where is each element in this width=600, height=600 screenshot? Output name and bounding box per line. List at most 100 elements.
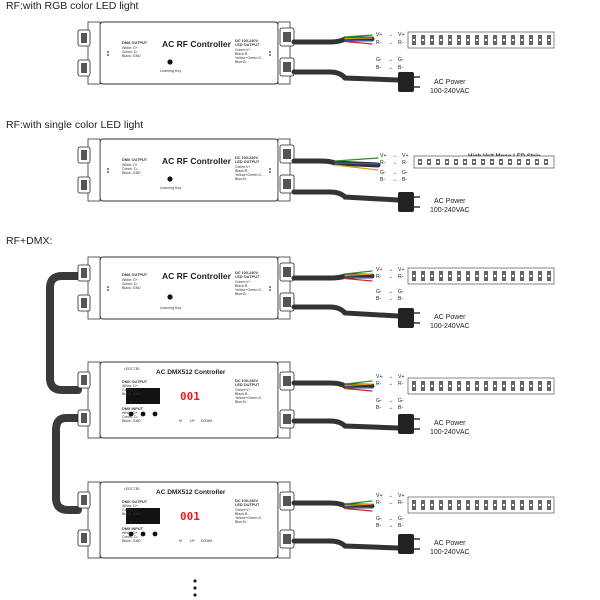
svg-text:B-: B- <box>402 177 407 183</box>
rf-controller-3: AC RF Controller DMX OUTPUT White: D+ Gr… <box>77 256 295 320</box>
led-chip-center <box>503 39 505 41</box>
svg-text:AC Power: AC Power <box>434 420 466 427</box>
led-chip-center <box>500 161 502 163</box>
svg-text:White: D+: White: D+ <box>122 278 138 282</box>
led-chip-center <box>530 504 532 506</box>
svg-text:→: → <box>392 177 397 183</box>
svg-text:DMX OUTPUT: DMX OUTPUT <box>122 380 148 384</box>
wires-1 <box>291 34 401 83</box>
strip-body <box>407 377 555 395</box>
led-chip-center <box>548 385 550 387</box>
led-chip-center <box>413 504 415 506</box>
led-chip-center <box>521 504 523 506</box>
svg-text:White: D+: White: D+ <box>122 531 138 535</box>
svg-text:100-240VAC: 100-240VAC <box>430 429 470 436</box>
svg-text:→: → <box>392 153 397 159</box>
svg-text:LED OUTPUT: LED OUTPUT <box>235 383 260 387</box>
svg-text:→: → <box>388 40 393 46</box>
svg-text:V+: V+ <box>380 153 387 159</box>
led-chip-center <box>431 39 433 41</box>
led-chip-center <box>530 385 532 387</box>
svg-text:100-240VAC: 100-240VAC <box>430 323 470 330</box>
svg-text:B-: B- <box>376 523 381 529</box>
section-title-dmx: RF+DMX: <box>6 235 52 247</box>
svg-text:→: → <box>388 267 393 273</box>
led-chip-center <box>476 385 478 387</box>
svg-text:Blue:B-: Blue:B- <box>235 400 248 404</box>
svg-text:→: → <box>388 289 393 295</box>
rgb-labels-1: V+ → V+ R- → R- G- → G- B- → B- <box>376 32 405 71</box>
strip-body <box>407 267 555 285</box>
svg-text:DC 100-240V: DC 100-240V <box>235 271 258 275</box>
svg-text:DMX INPUT: DMX INPUT <box>122 407 144 411</box>
svg-text:V+: V+ <box>398 267 405 273</box>
led-chip-center <box>503 504 505 506</box>
led-chip-center <box>422 385 424 387</box>
led-chip-center <box>458 39 460 41</box>
led-chip-center <box>482 161 484 163</box>
svg-text:R-: R- <box>398 40 404 46</box>
led-chip-center <box>521 39 523 41</box>
svg-text:AC DMX512 Controller: AC DMX512 Controller <box>156 489 226 496</box>
svg-text:DMX OUTPUT: DMX OUTPUT <box>122 273 148 277</box>
svg-text:Black: GND: Black: GND <box>122 392 141 396</box>
svg-text:G-: G- <box>398 516 404 522</box>
led-chip-center <box>440 275 442 277</box>
svg-text:B-: B- <box>376 405 381 411</box>
power-voltage: 100-240VAC <box>430 88 470 95</box>
svg-text:G-: G- <box>398 289 404 295</box>
svg-text:→: → <box>388 500 393 506</box>
power-label: AC Power <box>434 79 466 86</box>
black-wire-label: Black: GND <box>122 54 141 58</box>
svg-text:V+: V+ <box>376 493 383 499</box>
svg-text:V+: V+ <box>376 374 383 380</box>
svg-text:Black:R-: Black:R- <box>235 284 249 288</box>
rf-controller-2: AC RF Controller DMX OUTPUT White: D+ Gr… <box>77 138 295 202</box>
led-chip-center <box>476 275 478 277</box>
svg-text:R-: R- <box>398 500 404 506</box>
wires-5 <box>291 500 401 551</box>
svg-text:DC 100-240V: DC 100-240V <box>235 379 258 383</box>
svg-text:Blue:B-: Blue:B- <box>235 292 248 296</box>
svg-text:Blue:B-: Blue:B- <box>235 177 248 181</box>
svg-text:B-: B- <box>398 405 403 411</box>
wires-2 <box>291 157 401 203</box>
led-chip-center <box>512 504 514 506</box>
svg-text:Green:V+: Green:V+ <box>235 388 250 392</box>
rgb-labels-4: V+ → V+ R- → R- G- → G- B- → B- <box>376 374 405 411</box>
dmx-controller-1: LEDCTRL AC DMX512 Controller DMX OUTPUT … <box>77 361 295 439</box>
led-chip-center <box>545 161 547 163</box>
led-chip-center <box>413 385 415 387</box>
svg-text:Green:V+: Green:V+ <box>235 280 250 284</box>
led-chip-center <box>509 161 511 163</box>
svg-text:→: → <box>388 523 393 529</box>
led-chip-center <box>440 39 442 41</box>
led-chip-center <box>485 385 487 387</box>
svg-text:R-: R- <box>376 500 382 506</box>
svg-text:B-: B- <box>398 523 403 529</box>
svg-text:→: → <box>388 381 393 387</box>
svg-text:M: M <box>179 539 182 543</box>
power-plug-2 <box>398 192 420 212</box>
svg-text:G-: G- <box>398 398 404 404</box>
led-strip-rgb-4 <box>407 377 555 395</box>
led-chip-center <box>476 504 478 506</box>
svg-text:R-: R- <box>402 160 408 166</box>
led-chip-center <box>503 275 505 277</box>
led-chip-center <box>467 275 469 277</box>
led-chip-center <box>413 39 415 41</box>
svg-text:R-: R- <box>376 381 382 387</box>
svg-text:R-: R- <box>376 40 382 46</box>
svg-text:DMX INPUT: DMX INPUT <box>122 527 144 531</box>
led-chip-center <box>536 161 538 163</box>
led-chip-center <box>476 39 478 41</box>
power-plug-4 <box>398 414 420 434</box>
svg-text:White: D+: White: D+ <box>122 384 138 388</box>
svg-text:→: → <box>388 405 393 411</box>
led-chip-center <box>503 385 505 387</box>
led-chip-center <box>494 275 496 277</box>
rgb-labels-3: V+ → V+ R- → R- G- → G- B- → B- <box>376 267 405 302</box>
svg-text:R-: R- <box>398 381 404 387</box>
output-spec: DC 100-240V <box>235 39 258 43</box>
svg-text:White: D+: White: D+ <box>122 504 138 508</box>
